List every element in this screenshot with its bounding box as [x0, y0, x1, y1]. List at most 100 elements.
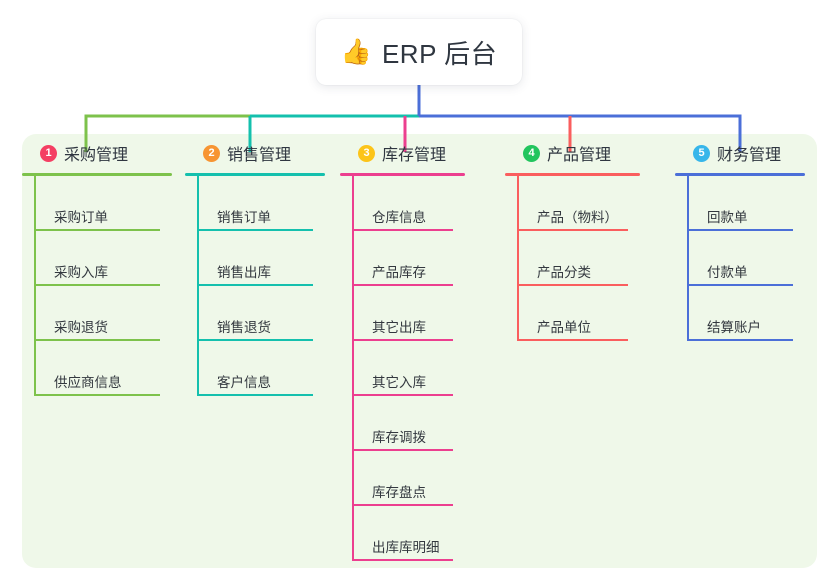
branch-item-rule [197, 394, 313, 396]
branch-item-label: 其它出库 [372, 320, 426, 335]
branch-header-4[interactable]: 4 产品管理 [505, 134, 640, 172]
branch-column: 1 采购管理采购订单采购入库采购退货供应商信息 [22, 134, 172, 396]
branch-item-rule [34, 229, 160, 231]
branch-title: 采购管理 [64, 147, 129, 164]
branch-item-label: 销售出库 [217, 265, 271, 280]
branch-item[interactable]: 产品单位 [505, 286, 640, 341]
branch-item[interactable]: 客户信息 [185, 341, 325, 396]
branch-number-badge: 2 [203, 144, 220, 162]
branch-item-label: 产品（物料） [537, 210, 618, 225]
branch-item-rule [197, 284, 313, 286]
branch-header-2[interactable]: 2 销售管理 [185, 134, 325, 172]
branch-item-label: 出库库明细 [372, 540, 440, 555]
branch-item-label: 客户信息 [217, 375, 271, 390]
branch-item-rule [34, 394, 160, 396]
branch-item-label: 产品分类 [537, 265, 591, 280]
branch-item-label: 供应商信息 [54, 375, 122, 390]
branch-column: 3 库存管理仓库信息产品库存其它出库其它入库库存调拨库存盘点出库库明细 [340, 134, 465, 561]
branch-item[interactable]: 结算账户 [675, 286, 805, 341]
branch-item-rule [687, 339, 793, 341]
branch-item[interactable]: 采购入库 [22, 231, 172, 286]
branch-item-rule [517, 284, 628, 286]
branch-item-rule [34, 284, 160, 286]
branch-spine [34, 176, 36, 396]
branch-item[interactable]: 其它出库 [340, 286, 465, 341]
branch-item-rule [352, 449, 453, 451]
branch-item[interactable]: 付款单 [675, 231, 805, 286]
branch-item-rule [34, 339, 160, 341]
branch-number-badge: 4 [523, 144, 540, 162]
branch-item-rule [197, 229, 313, 231]
branch-header-rule [185, 173, 325, 176]
branch-title: 库存管理 [382, 147, 447, 164]
branch-item-label: 产品单位 [537, 320, 591, 335]
branch-column: 5 财务管理回款单付款单结算账户 [675, 134, 805, 341]
branch-item-label: 采购退货 [54, 320, 108, 335]
branch-item[interactable]: 产品库存 [340, 231, 465, 286]
branch-item-label: 库存调拨 [372, 430, 426, 445]
branch-item-label: 回款单 [707, 210, 748, 225]
branch-item[interactable]: 销售退货 [185, 286, 325, 341]
branch-item[interactable]: 供应商信息 [22, 341, 172, 396]
branch-item[interactable]: 销售出库 [185, 231, 325, 286]
branch-item[interactable]: 回款单 [675, 176, 805, 231]
branch-item-rule [197, 339, 313, 341]
thumbs-up-icon: 👍 [340, 37, 372, 66]
branch-item[interactable]: 出库库明细 [340, 506, 465, 561]
branch-item[interactable]: 库存盘点 [340, 451, 465, 506]
branch-spine [197, 176, 199, 396]
branch-item[interactable]: 仓库信息 [340, 176, 465, 231]
branch-item-list: 产品（物料） 产品分类产品单位 [505, 176, 640, 341]
branch-item-list: 采购订单采购入库采购退货供应商信息 [22, 176, 172, 396]
branch-header-rule [505, 173, 640, 176]
branch-item[interactable]: 其它入库 [340, 341, 465, 396]
branch-spine [517, 176, 519, 341]
branch-item-rule [352, 284, 453, 286]
branch-item-rule [687, 229, 793, 231]
branch-item-rule [687, 284, 793, 286]
branch-item-list: 回款单付款单结算账户 [675, 176, 805, 341]
branch-number-badge: 1 [40, 144, 57, 162]
branch-header-5[interactable]: 5 财务管理 [675, 134, 805, 172]
branch-item[interactable]: 产品（物料） [505, 176, 640, 231]
branch-item-label: 库存盘点 [372, 485, 426, 500]
branch-item[interactable]: 产品分类 [505, 231, 640, 286]
branch-item[interactable]: 销售订单 [185, 176, 325, 231]
root-node[interactable]: 👍 ERP 后台 [316, 19, 522, 85]
branch-item-rule [352, 229, 453, 231]
branch-columns: 1 采购管理采购订单采购入库采购退货供应商信息 2 销售管理销售订单销售出库销售退货客… [22, 134, 817, 568]
branch-title: 财务管理 [717, 147, 782, 164]
branch-item-label: 产品库存 [372, 265, 426, 280]
branch-header-rule [340, 173, 465, 176]
branch-number-badge: 5 [693, 144, 710, 162]
branch-title: 产品管理 [547, 147, 612, 164]
branch-column: 4 产品管理产品（物料） 产品分类产品单位 [505, 134, 640, 341]
branch-item-label: 其它入库 [372, 375, 426, 390]
branch-header-3[interactable]: 3 库存管理 [340, 134, 465, 172]
branch-item-label: 仓库信息 [372, 210, 426, 225]
branch-spine [687, 176, 689, 341]
branch-item[interactable]: 采购退货 [22, 286, 172, 341]
branch-header-rule [675, 173, 805, 176]
branch-item-label: 结算账户 [707, 320, 761, 335]
branch-column: 2 销售管理销售订单销售出库销售退货客户信息 [185, 134, 325, 396]
branch-spine [352, 176, 354, 561]
branch-header-rule [22, 173, 172, 176]
branch-item-rule [517, 229, 628, 231]
branch-item-rule [352, 559, 453, 561]
branch-title: 销售管理 [227, 147, 292, 164]
branch-header-1[interactable]: 1 采购管理 [22, 134, 172, 172]
branch-number-badge: 3 [358, 144, 375, 162]
branch-item-list: 销售订单销售出库销售退货客户信息 [185, 176, 325, 396]
root-node-label: ERP 后台 [381, 38, 498, 69]
branch-item-list: 仓库信息产品库存其它出库其它入库库存调拨库存盘点出库库明细 [340, 176, 465, 561]
branch-item-label: 采购订单 [54, 210, 108, 225]
branches-panel [22, 134, 817, 568]
branch-item-rule [352, 339, 453, 341]
branch-item-label: 采购入库 [54, 265, 108, 280]
branch-item-label: 付款单 [707, 265, 748, 280]
branch-item[interactable]: 采购订单 [22, 176, 172, 231]
branch-item[interactable]: 库存调拨 [340, 396, 465, 451]
branch-item-rule [517, 339, 628, 341]
